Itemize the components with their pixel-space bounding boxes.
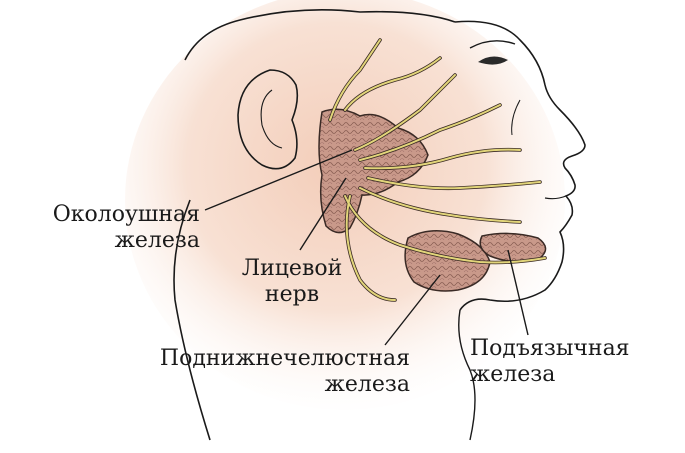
sublingual-label: Подъязычная железа [470, 336, 680, 388]
sublingual-label-line2: железа [470, 362, 680, 388]
facial-nerve-label: Лицевой нерв [222, 256, 362, 308]
submandibular-label: Поднижнечелюстная железа [80, 346, 410, 398]
submandibular-label-line1: Поднижнечелюстная [80, 346, 410, 372]
facial-nerve-label-line2: нерв [222, 282, 362, 308]
parotid-label-line2: железа [0, 228, 200, 254]
sublingual-label-line1: Подъязычная [470, 336, 680, 362]
parotid-label-line1: Околоушная [0, 202, 200, 228]
submandibular-label-line2: железа [80, 372, 410, 398]
facial-nerve-label-line1: Лицевой [222, 256, 362, 282]
parotid-label: Околоушная железа [0, 202, 200, 254]
